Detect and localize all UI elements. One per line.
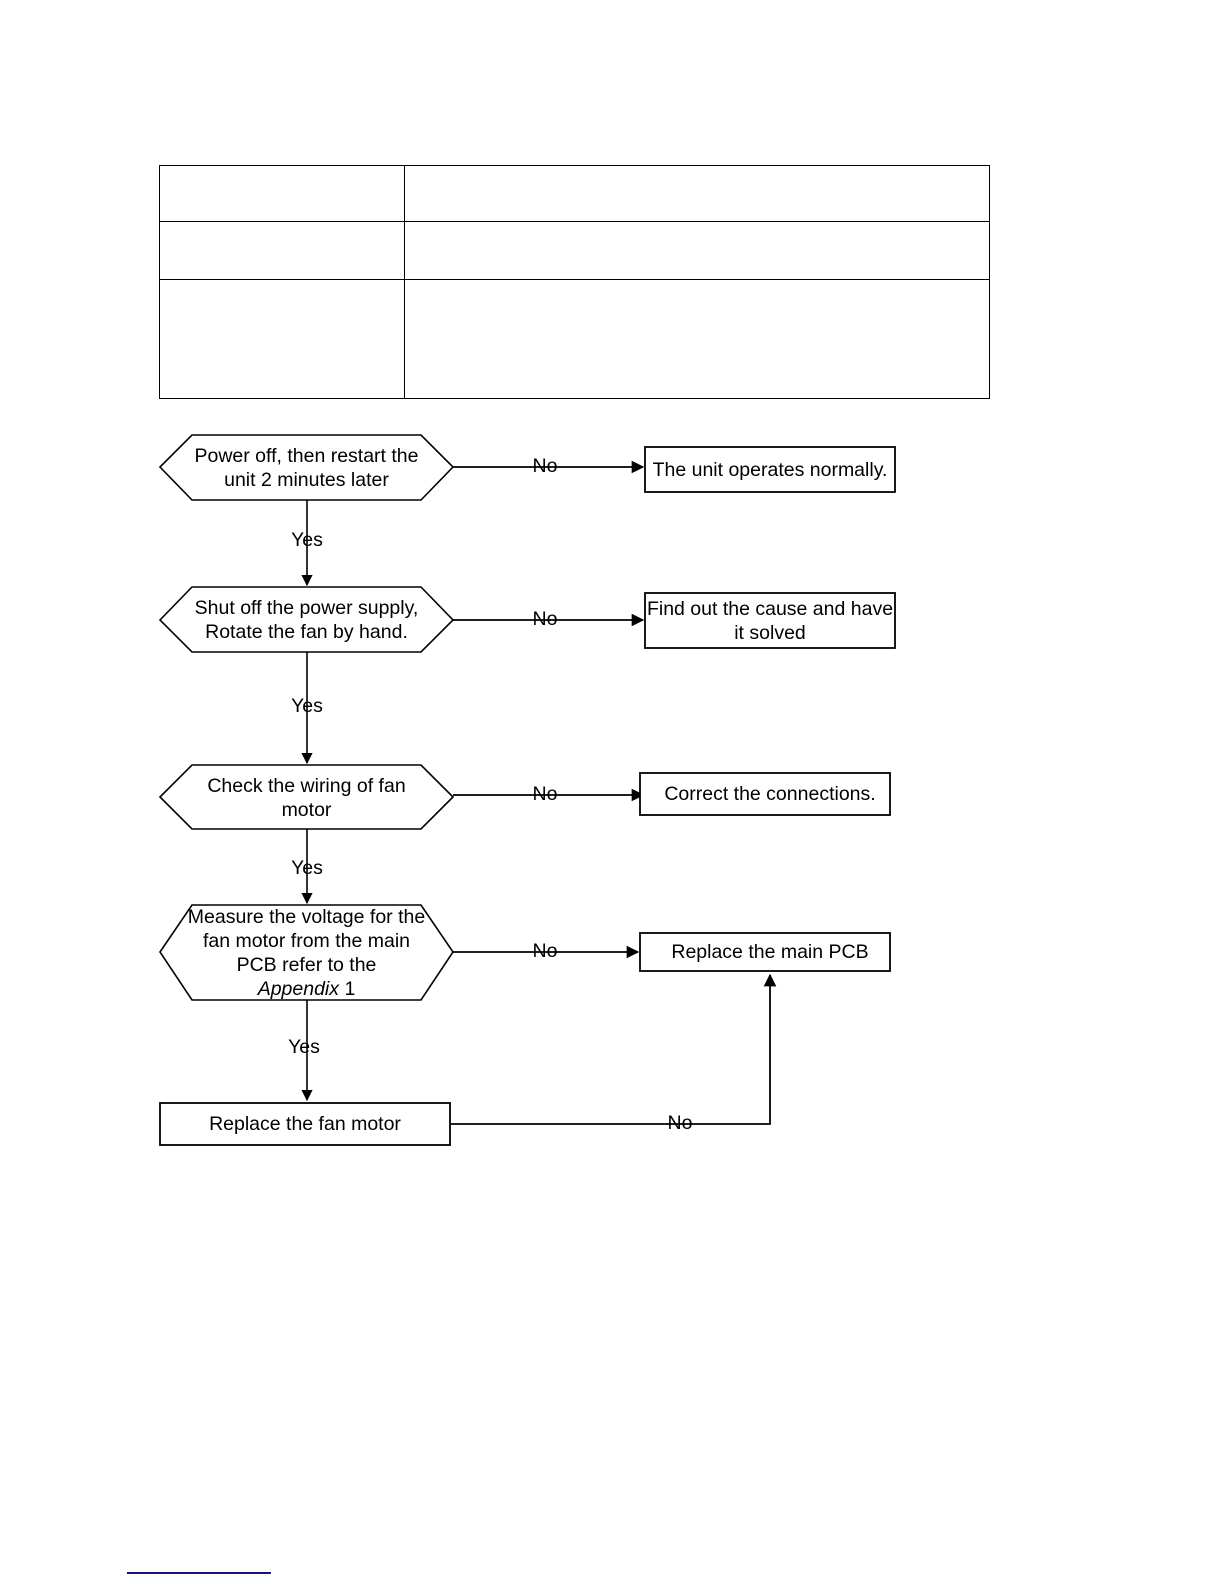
- action-node-4-label: Replace the main PCB: [645, 933, 895, 971]
- edge-label-no-4: No: [532, 940, 558, 962]
- table-cell-value: [404, 221, 990, 280]
- edge-label-no-1: No: [532, 455, 558, 477]
- table-cell-label: [159, 221, 405, 280]
- edge-label-no-3: No: [532, 783, 558, 805]
- edge-label-no-2: No: [532, 608, 558, 630]
- table-row: [159, 279, 990, 399]
- decision-node-1-label: Power off, then restart the unit 2 minut…: [175, 435, 438, 500]
- table-cell-label: [159, 165, 405, 222]
- action-node-2-line-2: it solved: [734, 621, 806, 644]
- action-node-2-label: Find out the cause and have it solved: [645, 593, 895, 648]
- edge-label-yes-1: Yes: [291, 529, 323, 551]
- decision-node-4-line-2: fan motor from the main: [203, 929, 410, 952]
- decision-node-1-line-1: Power off, then restart the: [194, 444, 419, 467]
- decision-node-2-label: Shut off the power supply, Rotate the fa…: [175, 587, 438, 652]
- edge-act5-no-to-pcb: [450, 973, 777, 1125]
- action-node-5-line-1: Replace the fan motor: [209, 1113, 401, 1135]
- specification-table: [159, 165, 990, 399]
- edge-label-no-5: No: [667, 1112, 693, 1134]
- edge-label-yes-3: Yes: [291, 857, 323, 879]
- decision-node-3-label: Check the wiring of fan motor: [175, 765, 438, 830]
- table-cell-value: [404, 279, 990, 399]
- appendix-number: 1: [344, 977, 356, 1000]
- decision-node-2-line-1: Shut off the power supply,: [194, 596, 419, 619]
- edge-label-yes-2: Yes: [291, 695, 323, 717]
- table-cell-value: [404, 165, 990, 222]
- decision-node-2-line-2: Rotate the fan by hand.: [205, 620, 408, 643]
- decision-node-4-line-4: Appendix 1: [258, 977, 356, 1001]
- decision-node-4-line-3: PCB refer to the: [236, 953, 377, 976]
- edge-label-yes-4: Yes: [288, 1036, 320, 1058]
- action-node-3-label: Correct the connections.: [645, 773, 895, 815]
- action-node-5-label: Replace the fan motor: [160, 1103, 450, 1145]
- table-row: [159, 221, 990, 280]
- action-node-3-line-1: Correct the connections.: [664, 783, 876, 805]
- table-row: [159, 165, 990, 222]
- action-node-4-line-1: Replace the main PCB: [671, 941, 869, 963]
- decision-node-4-line-1: Measure the voltage for the: [187, 905, 426, 928]
- decision-node-3-line-1: Check the wiring of fan: [207, 774, 406, 797]
- footnote-separator-rule: [127, 1572, 271, 1574]
- action-node-1-label: The unit operates normally.: [645, 447, 895, 492]
- action-node-2-line-1: Find out the cause and have: [646, 597, 894, 620]
- decision-node-1-line-2: unit 2 minutes later: [224, 468, 389, 491]
- decision-node-4-label: Measure the voltage for the fan motor fr…: [175, 905, 438, 1000]
- action-node-1-line-1: The unit operates normally.: [652, 458, 888, 481]
- appendix-italic-word: Appendix: [257, 977, 340, 1000]
- table-cell-label: [159, 279, 405, 399]
- decision-node-3-line-2: motor: [281, 798, 332, 821]
